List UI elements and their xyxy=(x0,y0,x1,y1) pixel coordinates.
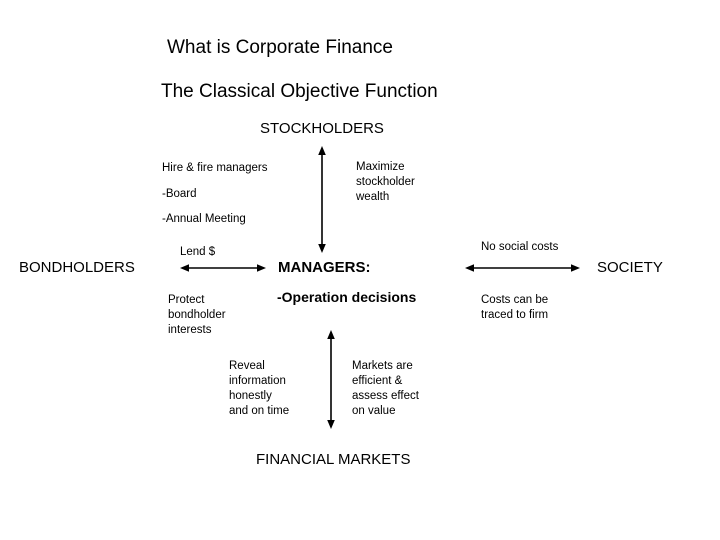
annotation-reveal-information: Reveal information honestly and on time xyxy=(229,360,290,417)
annotation-costs-traced-to-firm: Costs can be traced to firm xyxy=(481,294,549,321)
annotation-protect-bondholder-interests: Protect bondholder interests xyxy=(168,294,226,336)
annotation-markets-are-efficient: Markets are efficient & assess effect on… xyxy=(352,360,419,417)
node-label-stockholders: STOCKHOLDERS xyxy=(260,120,384,137)
annotation-no-social-costs: No social costs xyxy=(481,241,559,253)
node-label-financial-markets: FINANCIAL MARKETS xyxy=(256,451,411,468)
annotation-maximize-stockholder-wealth: Maximize stockholder wealth xyxy=(356,161,415,203)
annotation-hire-fire-managers: Hire & fire managers xyxy=(162,162,268,174)
slide-title-primary: What is Corporate Finance xyxy=(167,37,393,58)
managers-society-arrow xyxy=(465,264,580,272)
bondholders-managers-arrow xyxy=(180,264,266,272)
slide-title-secondary: The Classical Objective Function xyxy=(161,81,438,102)
managers-financial-markets-arrow xyxy=(327,330,335,429)
node-label-society: SOCIETY xyxy=(597,259,663,276)
annotation-lend-dollars: Lend $ xyxy=(180,246,216,258)
node-label-bondholders: BONDHOLDERS xyxy=(19,259,135,276)
annotation-board: -Board xyxy=(162,188,197,200)
annotation-annual-meeting: -Annual Meeting xyxy=(162,213,246,225)
node-label-managers-operation-decisions: -Operation decisions xyxy=(277,289,417,305)
stockholders-managers-arrow xyxy=(318,146,326,253)
node-label-managers: MANAGERS: xyxy=(278,259,371,276)
